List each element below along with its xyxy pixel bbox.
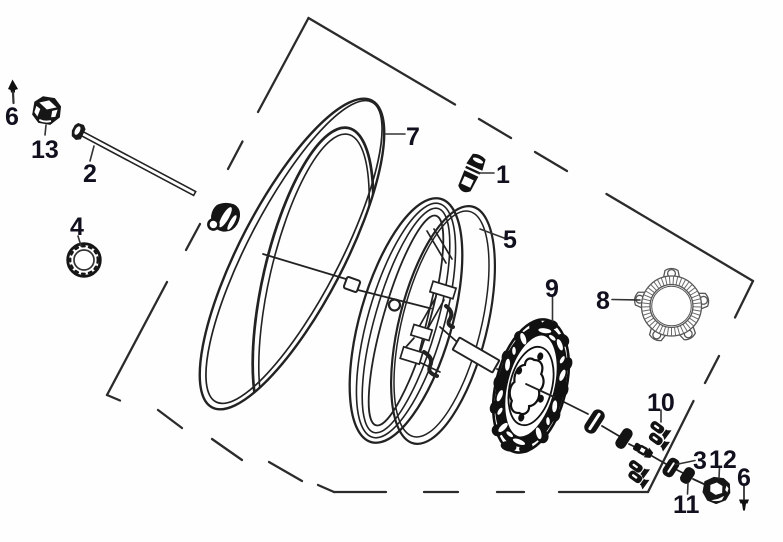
svg-text:4: 4 xyxy=(70,213,84,241)
svg-text:7: 7 xyxy=(406,123,420,151)
svg-text:8: 8 xyxy=(596,287,610,315)
svg-text:11: 11 xyxy=(673,491,700,519)
svg-text:6: 6 xyxy=(737,464,751,492)
svg-text:10: 10 xyxy=(647,389,675,417)
svg-text:12: 12 xyxy=(709,446,737,474)
svg-text:9: 9 xyxy=(545,275,559,303)
svg-text:13: 13 xyxy=(31,136,59,164)
svg-text:5: 5 xyxy=(503,226,517,254)
svg-text:6: 6 xyxy=(5,103,19,131)
svg-text:1: 1 xyxy=(496,161,510,189)
svg-text:3: 3 xyxy=(693,447,707,475)
svg-text:2: 2 xyxy=(83,160,97,188)
